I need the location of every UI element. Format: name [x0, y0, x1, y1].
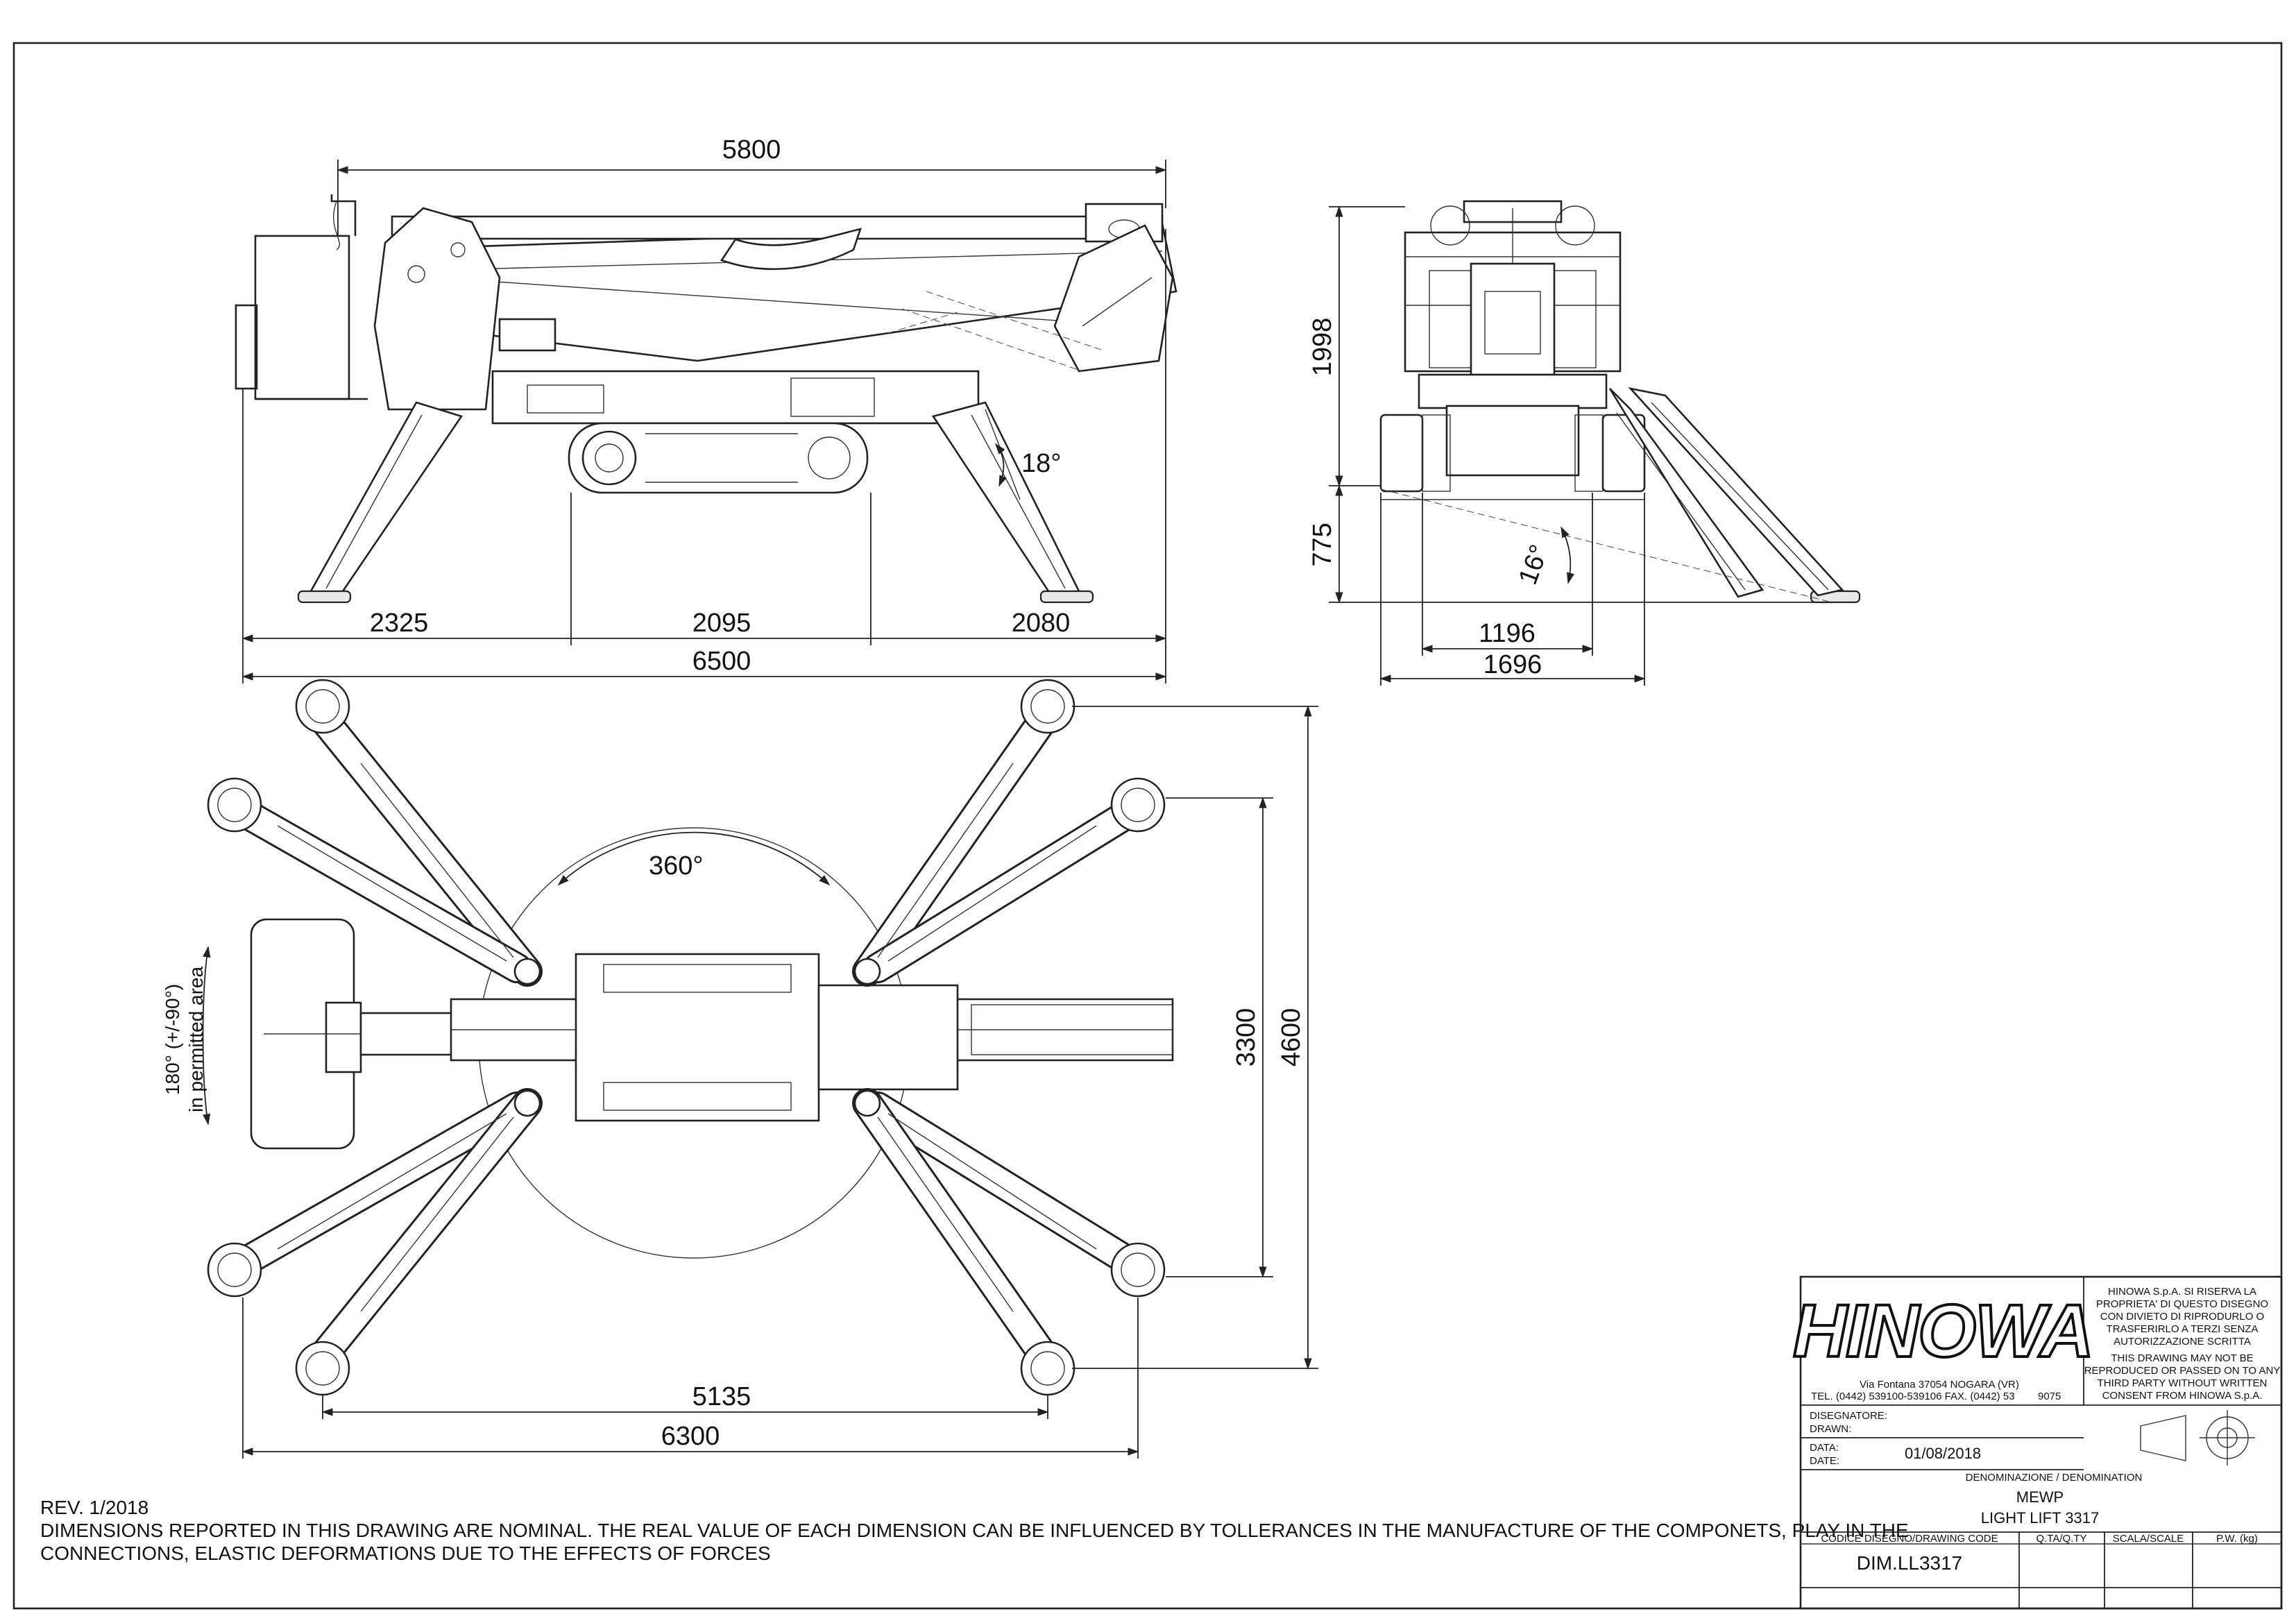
copyright-it-3: CON DIVIETO DI RIPRODURLO O: [2100, 1311, 2264, 1323]
dim-side-2095: 2095: [692, 609, 751, 638]
hinowa-logo: HINOWA: [1793, 1289, 2093, 1373]
copyright-en-2: REPRODUCED OR PASSED ON TO ANY: [2084, 1365, 2281, 1377]
top-outriggers: [228, 703, 1146, 1372]
disclaimer-line-1: DIMENSIONS REPORTED IN THIS DRAWING ARE …: [40, 1520, 1909, 1541]
copyright-en-3: THIRD PARTY WITHOUT WRITTEN: [2098, 1377, 2268, 1389]
sheet-frame: [12, 42, 2283, 1610]
dim-front-angle-16: 16°: [1513, 541, 1554, 588]
dim-top-rotation-360: 360°: [649, 851, 704, 881]
title-block: HINOWA Via Fontana 37054 NOGARA (VR) TEL…: [1792, 1275, 2283, 1610]
address-line-1: Via Fontana 37054 NOGARA (VR): [1860, 1379, 2019, 1391]
dim-side-angle-18: 18°: [1021, 449, 1061, 478]
dim-top-5135: 5135: [692, 1382, 751, 1411]
scale-label: SCALA/SCALE: [2113, 1533, 2184, 1545]
dim-top-basket-rotation: 180° (+/-90°): [162, 984, 183, 1095]
dim-side-2325: 2325: [370, 609, 429, 638]
dim-top-3300: 3300: [1232, 1008, 1261, 1067]
side-upper-jib: [391, 215, 1164, 240]
date-value: 01/08/2018: [1905, 1445, 1981, 1462]
top-view: 360° 180° (+/-90°) in permitted area: [162, 679, 1318, 1459]
side-basket: [254, 235, 350, 400]
front-track-right: [1601, 414, 1646, 493]
front-track-left: [1379, 414, 1424, 493]
front-outrigger: [1608, 388, 1764, 598]
top-outrigger-pads: [207, 679, 1166, 1396]
revision-note: REV. 1/2018: [40, 1497, 148, 1518]
code-label: CODICE DISEGNO/DRAWING CODE: [1821, 1533, 1998, 1545]
date-label-en: DATE:: [1810, 1455, 1839, 1467]
denomination-line-1: MEWP: [2016, 1488, 2064, 1506]
address-code: 9075: [2038, 1391, 2061, 1402]
drawing-code: DIM.LL3317: [1857, 1552, 1963, 1574]
side-boom-pivot: [373, 207, 501, 411]
copyright-en-1: THIS DRAWING MAY NOT BE: [2111, 1352, 2253, 1364]
disclaimer-line-2: CONNECTIONS, ELASTIC DEFORMATIONS DUE TO…: [40, 1543, 771, 1564]
front-chassis: [1418, 373, 1608, 409]
dim-top-4600: 4600: [1277, 1008, 1306, 1067]
dim-front-1196: 1196: [1479, 619, 1536, 648]
side-turret: [491, 370, 980, 425]
address-line-2: TEL. (0442) 539100-539106 FAX. (0442) 53: [1811, 1391, 2015, 1402]
denomination-label: DENOMINAZIONE / DENOMINATION: [1966, 1472, 2143, 1484]
copyright-it-5: AUTORIZZAZIONE SCRITTA: [2114, 1336, 2251, 1348]
projection-symbol-icon: [2140, 1410, 2255, 1465]
copyright-it-4: TRASFERIRLO A TERZI SENZA: [2107, 1323, 2259, 1335]
front-column: [1470, 262, 1556, 376]
dim-top-6300: 6300: [661, 1422, 720, 1451]
copyright-it-2: PROPRIETA' DI QUESTO DISEGNO: [2096, 1298, 2268, 1310]
dim-side-length-5800: 5800: [722, 135, 781, 164]
dim-front-1696: 1696: [1483, 650, 1542, 679]
dim-front-lower-775: 775: [1308, 522, 1337, 566]
weight-label: P.W. (kg): [2216, 1533, 2258, 1545]
side-outrigger-left: [309, 401, 464, 597]
denomination-line-2: LIGHT LIFT 3317: [1981, 1509, 2099, 1527]
drawn-label-it: DISEGNATORE:: [1810, 1410, 1887, 1422]
top-chassis: [575, 953, 820, 1122]
dim-side-2080: 2080: [1012, 609, 1071, 638]
front-view: 1998 775 16° 1196 1696: [1308, 200, 1861, 686]
dim-side-overall-6500: 6500: [692, 647, 751, 676]
copyright-en-4: CONSENT FROM HINOWA S.p.A.: [2102, 1390, 2263, 1402]
side-outrigger-right: [931, 401, 1080, 597]
side-view: 5800 2325 2095 2080 6500 18°: [235, 135, 1177, 683]
copyright-it-1: HINOWA S.p.A. SI RISERVA LA: [2108, 1286, 2256, 1298]
date-label-it: DATA:: [1810, 1442, 1839, 1454]
qty-label: Q.TA/Q.TY: [2036, 1533, 2086, 1545]
drawn-label-en: DRAWN:: [1810, 1423, 1851, 1435]
side-crawler-track: [568, 422, 869, 494]
dim-top-basket-note: in permitted area: [185, 967, 207, 1113]
dim-front-height-1998: 1998: [1308, 318, 1337, 377]
